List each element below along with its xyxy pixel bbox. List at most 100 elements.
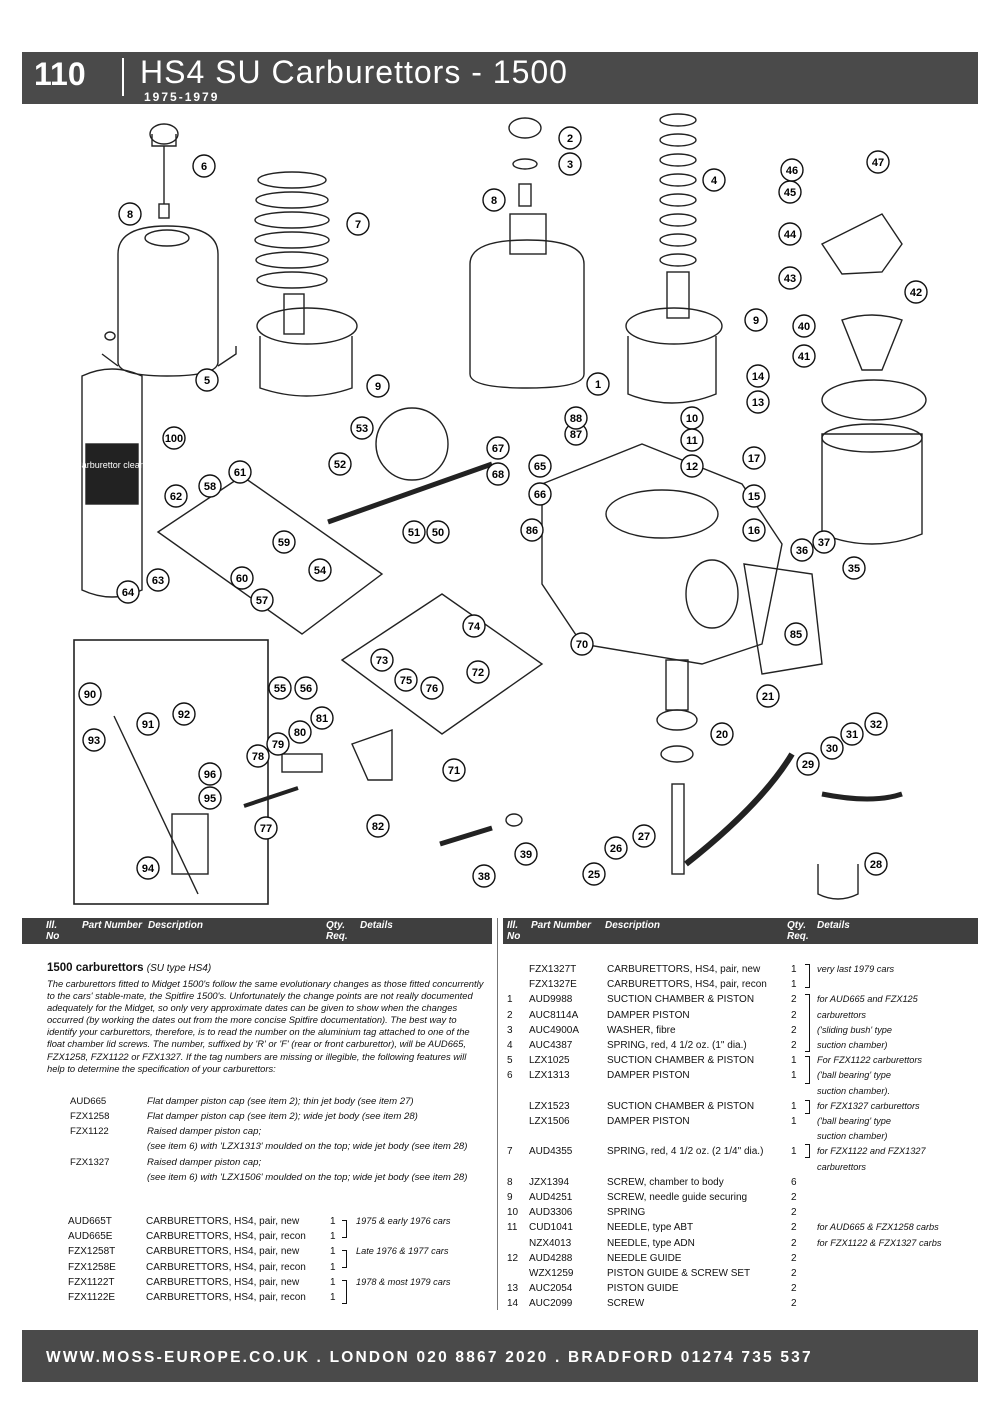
callout-bubble: 17 — [742, 446, 766, 470]
callout-number: 88 — [570, 413, 582, 425]
jet-spring-20 — [660, 745, 694, 763]
callout-bubble: 32 — [864, 712, 888, 736]
callout-circle — [192, 154, 216, 178]
callout-number: 55 — [274, 683, 286, 695]
callout-bubble: 27 — [632, 824, 656, 848]
callout-circle — [146, 568, 170, 592]
part-number: AUD3306 — [529, 1207, 573, 1219]
callout-bubble: 51 — [402, 520, 426, 544]
callout-bubble: 15 — [742, 484, 766, 508]
inset-rod — [113, 715, 199, 895]
callout-bubble: 80 — [288, 720, 312, 744]
callout-number: 64 — [122, 587, 135, 599]
callout-number: 81 — [316, 713, 328, 725]
header-divider — [122, 58, 124, 96]
callout-bubble: 13 — [746, 390, 770, 414]
callout-bubble: 67 — [486, 436, 510, 460]
screw-77 — [243, 786, 299, 808]
callout-circle — [268, 676, 292, 700]
part-description: SCREW, chamber to body — [607, 1176, 724, 1188]
part-qty: 1 — [791, 964, 797, 975]
damper-cap-raised — [149, 123, 179, 145]
th-qty: Qty. — [326, 920, 346, 931]
callout-circle — [486, 436, 510, 460]
callout-number: 4 — [711, 175, 718, 187]
callout-bubble: 21 — [756, 684, 780, 708]
callout-number: 27 — [638, 831, 650, 843]
callout-number: 74 — [468, 621, 481, 633]
suction-chamber-flange — [101, 346, 237, 367]
th-description-r: Description — [605, 920, 661, 931]
part-description: NEEDLE GUIDE — [607, 1252, 682, 1264]
cleaner-can-text: Carburettor cleaner — [75, 460, 153, 470]
part-qty: 1 — [330, 1261, 336, 1273]
callout-bubble: 76 — [420, 676, 444, 700]
callout-circle — [746, 390, 770, 414]
th-details-r: Details — [817, 920, 850, 931]
part-number: AUD4355 — [529, 1146, 573, 1158]
callout-bubble: 11 — [680, 428, 704, 452]
callout-circle — [82, 728, 106, 752]
section-title-text: 1500 carburettors — [47, 962, 144, 974]
part-description: DAMPER PISTON — [607, 1009, 690, 1021]
callout-number: 21 — [762, 691, 774, 703]
callout-circle — [792, 314, 816, 338]
callout-bubble: 3 — [558, 152, 582, 176]
callout-bubble: 9 — [744, 308, 768, 332]
jet-nut-20 — [656, 709, 698, 731]
spring-4 — [659, 113, 697, 267]
callout-number: 43 — [784, 273, 796, 285]
callout-number: 14 — [752, 371, 765, 383]
callout-bubble: 29 — [796, 752, 820, 776]
callout-bubble: 74 — [462, 614, 486, 638]
gasket-85 — [743, 563, 823, 675]
part-description: WASHER, fibre — [607, 1024, 676, 1036]
jet-bolt — [665, 659, 689, 711]
callout-number: 65 — [534, 461, 546, 473]
bracket — [805, 1056, 810, 1084]
callout-circle — [742, 484, 766, 508]
callout-bubble: 38 — [472, 864, 496, 888]
callout-number: 100 — [165, 433, 183, 445]
part-description: PISTON GUIDE — [607, 1283, 679, 1295]
part-ill-no: 7 — [507, 1146, 513, 1158]
callout-bubble: 63 — [146, 568, 170, 592]
callout-circle — [564, 406, 588, 430]
throttle-disc-53 — [375, 407, 449, 481]
callout-circle — [78, 682, 102, 706]
callout-circle — [310, 706, 334, 730]
callout-circle — [420, 676, 444, 700]
callout-bubble: 71 — [442, 758, 466, 782]
callout-bubble: 28 — [864, 852, 888, 876]
callout-number: 45 — [784, 187, 796, 199]
float-chamber-lid — [820, 213, 903, 275]
suction-chamber-right — [469, 239, 585, 389]
callout-number: 71 — [448, 765, 460, 777]
callout-bubble: 25 — [582, 862, 606, 886]
th-no: No — [46, 931, 60, 942]
part-details: suction chamber) — [817, 1040, 888, 1050]
callout-number: 61 — [234, 467, 246, 479]
callout-circle — [780, 158, 804, 182]
part-description: CARBURETTORS, HS4, pair, recon — [146, 1292, 306, 1303]
part-qty: 6 — [791, 1176, 797, 1188]
variant-desc: (see item 6) with 'LZX1313' moulded on t… — [147, 1141, 468, 1152]
callout-number: 6 — [201, 161, 207, 173]
part-qty: 2 — [791, 1024, 797, 1036]
th-part-number-r: Part Number — [531, 920, 592, 931]
callout-number: 77 — [260, 823, 272, 835]
callout-number: 12 — [686, 461, 698, 473]
callout-bubble: 30 — [820, 736, 844, 760]
callout-circle — [784, 622, 808, 646]
callout-circle — [820, 736, 844, 760]
callout-bubble: 77 — [254, 816, 278, 840]
part-ill-no: 12 — [507, 1252, 519, 1264]
callout-number: 90 — [84, 689, 96, 701]
callout-circle — [118, 202, 142, 226]
part-ill-no: 10 — [507, 1207, 519, 1219]
part-qty: 1 — [791, 1116, 797, 1127]
callout-number: 44 — [784, 229, 797, 241]
callout-circle — [308, 558, 332, 582]
callout-circle — [472, 864, 496, 888]
